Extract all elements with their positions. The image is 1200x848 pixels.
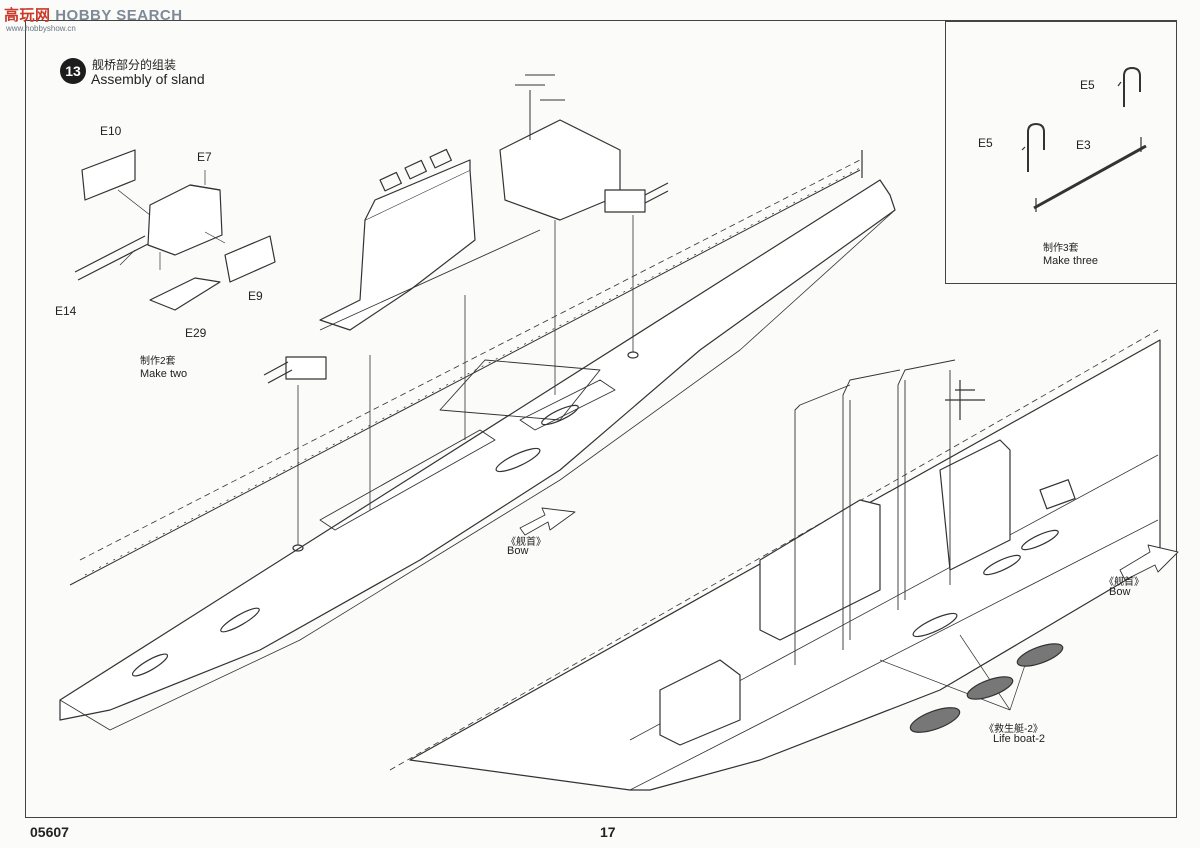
davit-assembly-drawing	[1021, 66, 1147, 212]
make-two-en: Make two	[140, 368, 188, 380]
make-two-cn: 制作2套	[140, 356, 176, 367]
part-label-e29: E29	[185, 326, 207, 340]
lifeboat-label-en: Life boat-2	[993, 733, 1045, 745]
part-label-e14: E14	[55, 304, 77, 318]
watermark-logo: 高玩网 HOBBY SEARCH	[4, 4, 183, 25]
inset-panel	[945, 21, 1177, 284]
inset-label-e5-top: E5	[1080, 78, 1095, 92]
life-boats	[909, 643, 1064, 733]
page-frame	[25, 20, 1177, 818]
inset-label-e3: E3	[1076, 138, 1091, 152]
gun-turret-parts	[74, 149, 276, 311]
bow-arrow-upper	[519, 507, 576, 536]
bow-label-right-en: Bow	[1109, 586, 1131, 598]
watermark-en: HOBBY SEARCH	[55, 7, 183, 24]
lower-ship-hull	[389, 329, 1161, 791]
bow-label-upper-en: Bow	[507, 545, 529, 557]
make-three-en: Make three	[1043, 255, 1099, 267]
part-label-e10: E10	[100, 124, 122, 138]
part-label-e7: E7	[197, 150, 212, 164]
bow-label-upper-cn: 《舰首》	[506, 537, 546, 548]
part-label-e9: E9	[248, 289, 263, 303]
step-title-en: Assembly of sland	[91, 71, 205, 87]
page-number: 17	[600, 824, 616, 840]
bow-arrow-right	[1119, 544, 1179, 581]
watermark-cn: 高玩网	[4, 7, 51, 24]
step-number-badge: 13	[60, 58, 86, 84]
inset-label-e5-left: E5	[978, 136, 993, 150]
make-three-cn: 制作3套	[1043, 243, 1079, 254]
lifeboat-label-cn: 《救生艇-2》	[984, 724, 1043, 735]
bow-label-right-cn: 《舰首》	[1104, 577, 1144, 588]
upper-ship-hull	[59, 150, 896, 731]
upper-island-structure	[263, 74, 669, 552]
watermark-url: www.hobbyshow.cn	[6, 24, 76, 33]
step-title-cn: 舰桥部分的组装	[92, 58, 177, 72]
product-code: 05607	[30, 824, 69, 840]
